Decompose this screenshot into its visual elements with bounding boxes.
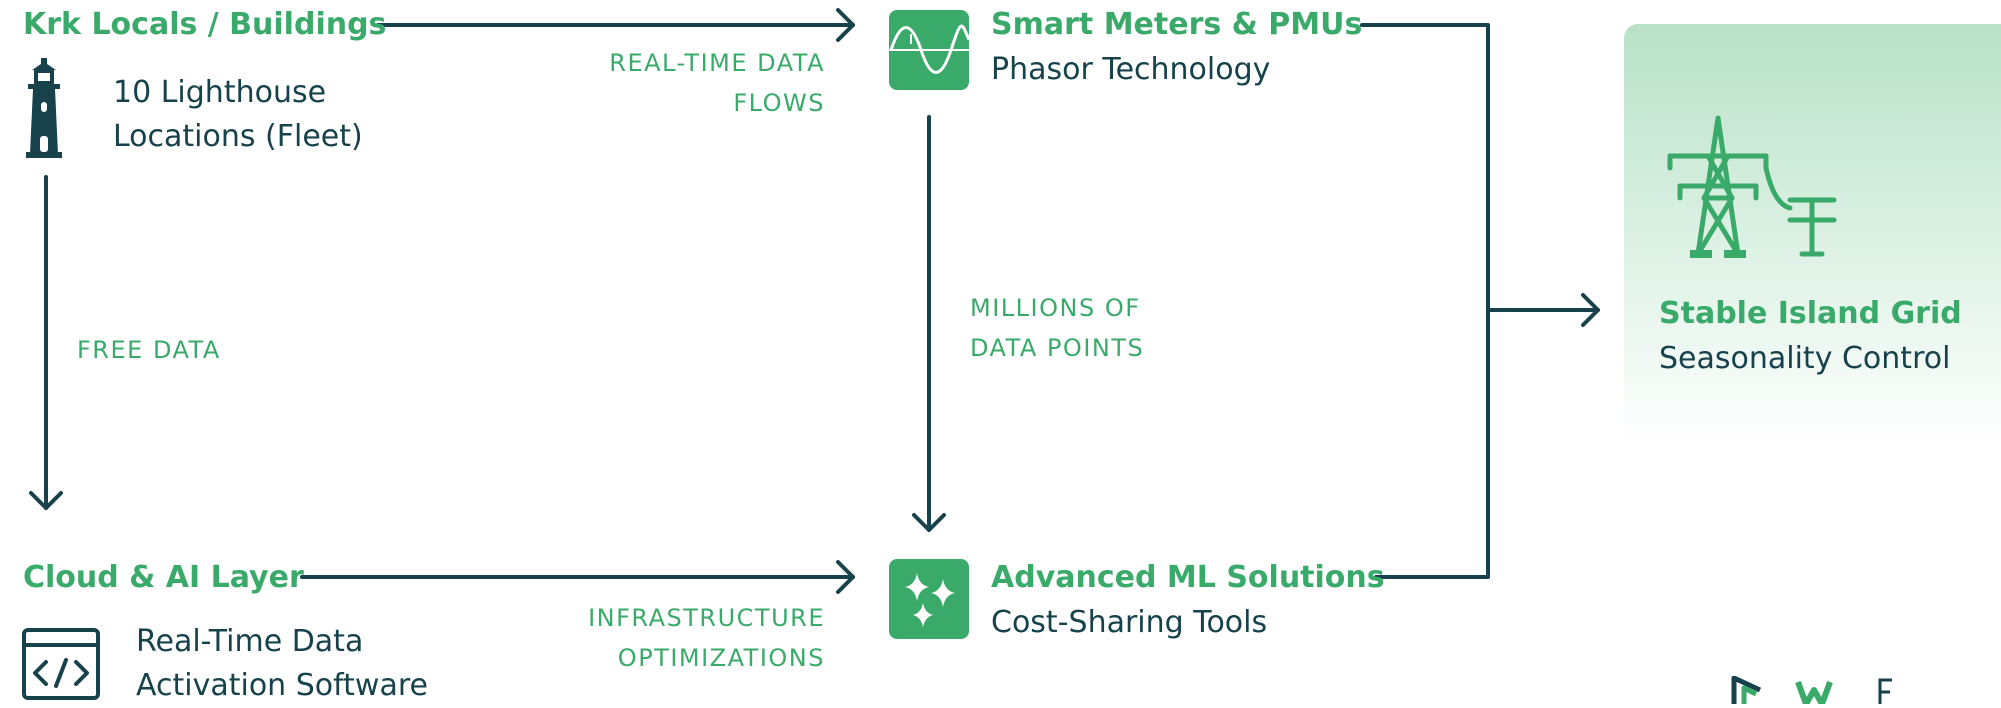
label-realtime-line1: REAL-TIME DATA: [609, 49, 825, 77]
label-millions-line1: MILLIONS OF: [970, 294, 1141, 322]
sparkles-icon: [889, 559, 969, 639]
lighthouse-icon: [26, 58, 62, 158]
krk-line2: Locations (Fleet): [113, 119, 363, 154]
arrow-realtime-data: [376, 8, 855, 42]
label-infra-line1: INFRASTRUCTURE: [588, 604, 825, 632]
company-logo: [1731, 676, 1892, 704]
arrow-free-data: [29, 175, 63, 510]
krk-title: Krk Locals / Buildings: [23, 7, 387, 42]
krk-line1: 10 Lighthouse: [113, 75, 327, 110]
cloud-line2: Activation Software: [136, 668, 428, 703]
smart-meters-title: Smart Meters & PMUs: [991, 7, 1363, 42]
ml-subtitle: Cost-Sharing Tools: [991, 605, 1268, 640]
ml-title: Advanced ML Solutions: [991, 560, 1385, 595]
cloud-line1: Real-Time Data: [136, 624, 364, 659]
label-realtime-line2: FLOWS: [733, 89, 825, 117]
label-infra-line2: OPTIMIZATIONS: [617, 644, 825, 672]
power-tower-icon: [1667, 115, 1837, 258]
krk-description: 10 Lighthouse Locations (Fleet): [113, 71, 363, 159]
label-free-data: FREE DATA: [77, 336, 221, 364]
label-millions-data: MILLIONS OF DATA POINTS: [970, 288, 1144, 368]
smart-meters-subtitle: Phasor Technology: [991, 52, 1271, 87]
cloud-title: Cloud & AI Layer: [23, 560, 304, 595]
code-window-icon: [22, 628, 100, 700]
grid-title: Stable Island Grid: [1659, 296, 1962, 331]
label-infrastructure: INFRASTRUCTURE OPTIMIZATIONS: [540, 598, 825, 678]
cloud-description: Real-Time Data Activation Software: [136, 620, 428, 708]
label-realtime-data: REAL-TIME DATA FLOWS: [560, 43, 825, 123]
label-millions-line2: DATA POINTS: [970, 334, 1145, 362]
arrow-to-grid: [1360, 23, 1600, 579]
arrow-infrastructure: [300, 560, 855, 594]
sine-wave-icon: [889, 10, 971, 90]
grid-subtitle: Seasonality Control: [1659, 341, 1951, 376]
arrow-millions-data: [912, 115, 946, 532]
